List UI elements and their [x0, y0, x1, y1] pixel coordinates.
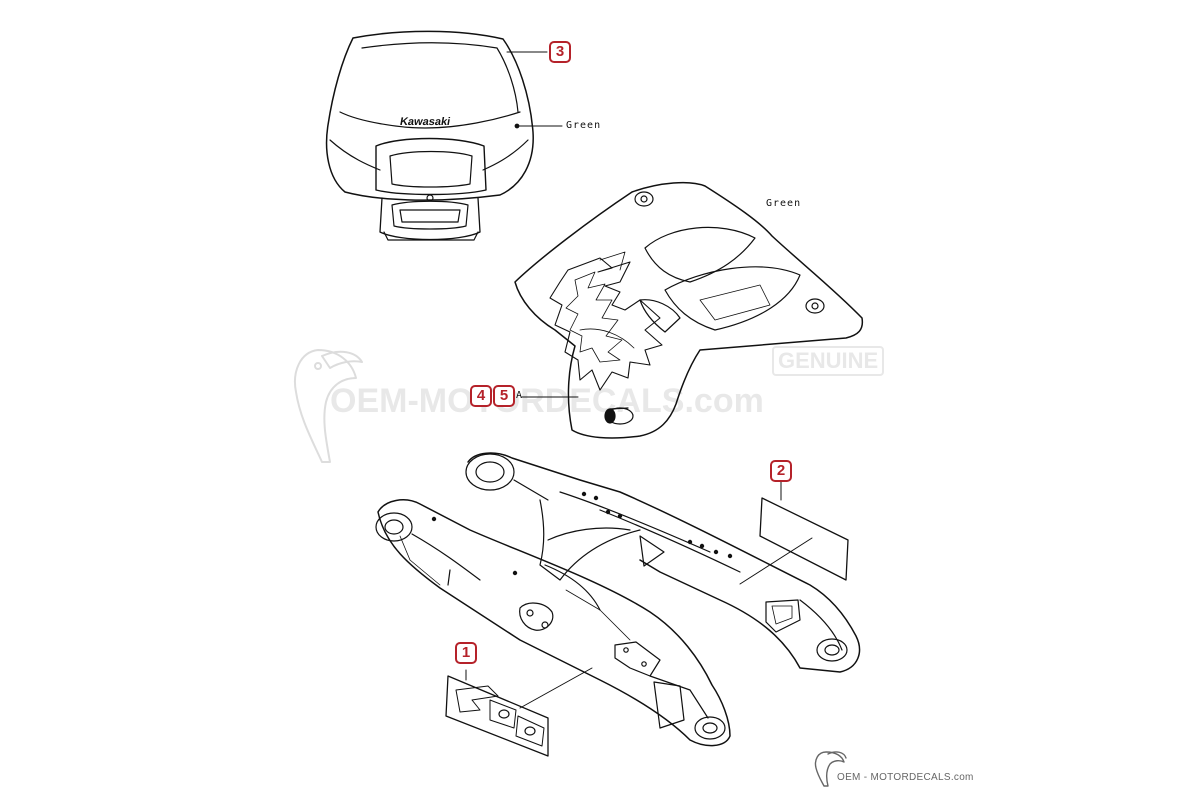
footer-logo-icon — [814, 751, 847, 787]
callout-3[interactable]: 3 — [549, 41, 571, 63]
decal-2-plate — [739, 478, 849, 585]
callout-4[interactable]: 4 — [470, 385, 492, 407]
point-a-label: A — [516, 390, 523, 401]
brand-logo: Kawasaki — [398, 116, 452, 128]
callout-1[interactable]: 1 — [455, 642, 477, 664]
watermark-site: OEM-MOTORDECALS.com — [330, 382, 764, 420]
callout-5[interactable]: 5 — [493, 385, 515, 407]
watermark-logo-icon — [294, 349, 363, 463]
decal-1-graphic — [445, 667, 593, 757]
headlight-color-note: Green — [566, 120, 602, 131]
swingarm — [375, 452, 861, 747]
watermark-badge: GENUINE — [772, 346, 885, 376]
side-cover — [514, 181, 864, 439]
headlight-cowl — [325, 30, 563, 241]
footer-brand: OEM - MOTORDECALS.com — [837, 772, 974, 783]
side-cover-color-note: Green — [766, 198, 802, 209]
callout-2[interactable]: 2 — [770, 460, 792, 482]
